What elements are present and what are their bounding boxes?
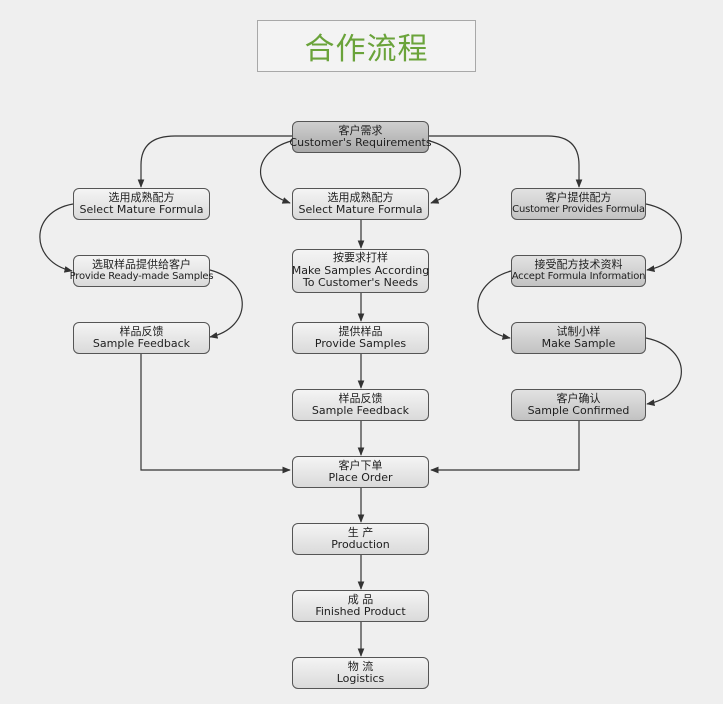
node-right-customer-formula: 客户提供配方 Customer Provides Formula: [511, 188, 646, 220]
node-left-sample-feedback: 样品反馈 Sample Feedback: [73, 322, 210, 354]
node-zh: 客户下单: [338, 458, 383, 472]
node-en: Provide Samples: [314, 337, 407, 350]
arrow-req-to-right: [429, 135, 583, 188]
arrow-right-confirmed-to-order: [430, 420, 580, 474]
node-en: Production: [331, 538, 390, 551]
node-en: Select Mature Formula: [298, 203, 423, 216]
node-zh: 成 品: [347, 592, 374, 606]
node-zh: 试制小样: [556, 324, 601, 338]
node-en: Make Sample: [541, 337, 616, 350]
node-en: Logistics: [336, 672, 385, 685]
node-zh: 客户确认: [556, 391, 601, 405]
node-center-sample-feedback: 样品反馈 Sample Feedback: [292, 389, 429, 421]
arrow-req-to-center-right: [425, 139, 461, 204]
node-zh: 样品反馈: [338, 391, 383, 405]
node-en-line2: To Customer's Needs: [302, 276, 419, 290]
node-zh: 接受配方技术资料: [534, 257, 623, 271]
page-title: 合作流程: [304, 32, 429, 67]
node-zh: 选用成熟配方: [108, 190, 175, 204]
node-en: Sample Confirmed: [527, 404, 630, 417]
node-finished-product: 成 品 Finished Product: [292, 590, 429, 622]
node-production: 生 产 Production: [292, 523, 429, 555]
node-en: Sample Feedback: [311, 404, 410, 417]
node-en: Make Samples According: [291, 263, 430, 277]
node-zh: 样品反馈: [119, 324, 164, 338]
title-box: 合作流程: [257, 20, 476, 72]
node-en: Accept Formula Information: [511, 271, 646, 282]
arrow-right-accept-to-make: [477, 270, 512, 340]
node-en: Provide Ready-made Samples: [69, 271, 214, 282]
node-en: Finished Product: [315, 605, 406, 618]
node-right-accept-formula: 接受配方技术资料 Accept Formula Information: [511, 255, 646, 287]
node-center-select-formula: 选用成熟配方 Select Mature Formula: [292, 188, 429, 220]
arrow-right-make-to-confirmed: [645, 337, 682, 406]
node-zh: 提供样品: [338, 324, 383, 338]
node-place-order: 客户下单 Place Order: [292, 456, 429, 488]
node-zh: 客户需求: [338, 123, 383, 137]
node-left-select-formula: 选用成熟配方 Select Mature Formula: [73, 188, 210, 220]
node-en: Select Mature Formula: [79, 203, 204, 216]
node-zh: 物 流: [347, 659, 374, 673]
node-left-provide-samples: 选取样品提供给客户 Provide Ready-made Samples: [70, 255, 214, 287]
node-logistics: 物 流 Logistics: [292, 657, 429, 689]
node-zh: 按要求打样: [333, 251, 388, 265]
node-customer-requirements: 客户需求 Customer's Requirements: [289, 121, 432, 153]
node-right-make-sample: 试制小样 Make Sample: [511, 322, 646, 354]
node-en: Place Order: [328, 471, 393, 484]
node-center-provide-samples: 提供样品 Provide Samples: [292, 322, 429, 354]
node-zh: 选取样品提供给客户: [92, 257, 191, 271]
node-zh: 客户提供配方: [545, 190, 612, 204]
node-right-sample-confirmed: 客户确认 Sample Confirmed: [511, 389, 646, 421]
node-en: Sample Feedback: [92, 337, 191, 350]
node-center-make-samples: 按要求打样 Make Samples According To Customer…: [292, 249, 429, 293]
arrow-left-samples-to-feedback: [209, 269, 243, 339]
arrow-right-formula-to-accept: [645, 203, 682, 272]
node-en: Customer Provides Formula: [512, 204, 645, 215]
node-en: Customer's Requirements: [289, 136, 432, 149]
node-zh: 生 产: [347, 525, 374, 539]
arrow-left-formula-to-samples: [39, 203, 74, 273]
arrow-req-to-center-left: [260, 139, 296, 204]
arrow-left-feedback-to-order: [140, 353, 291, 474]
arrow-req-to-left: [137, 135, 292, 188]
node-zh: 选用成熟配方: [327, 190, 394, 204]
